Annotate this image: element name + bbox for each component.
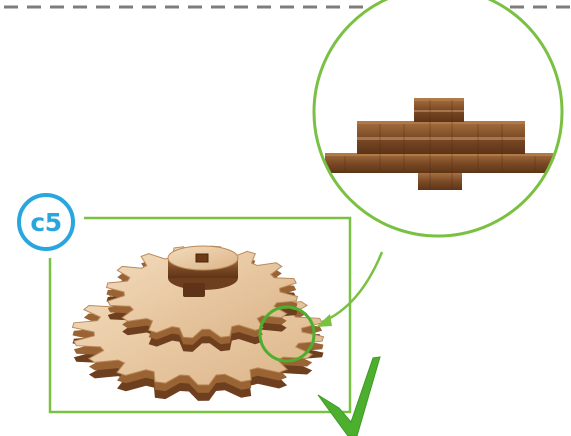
axle-peg — [183, 283, 205, 297]
square-axle-hole — [196, 254, 208, 262]
zoom-callout — [314, 0, 562, 236]
step-badge — [19, 195, 73, 249]
zoom-connector-line — [322, 252, 382, 322]
gear-assembly — [73, 246, 324, 401]
